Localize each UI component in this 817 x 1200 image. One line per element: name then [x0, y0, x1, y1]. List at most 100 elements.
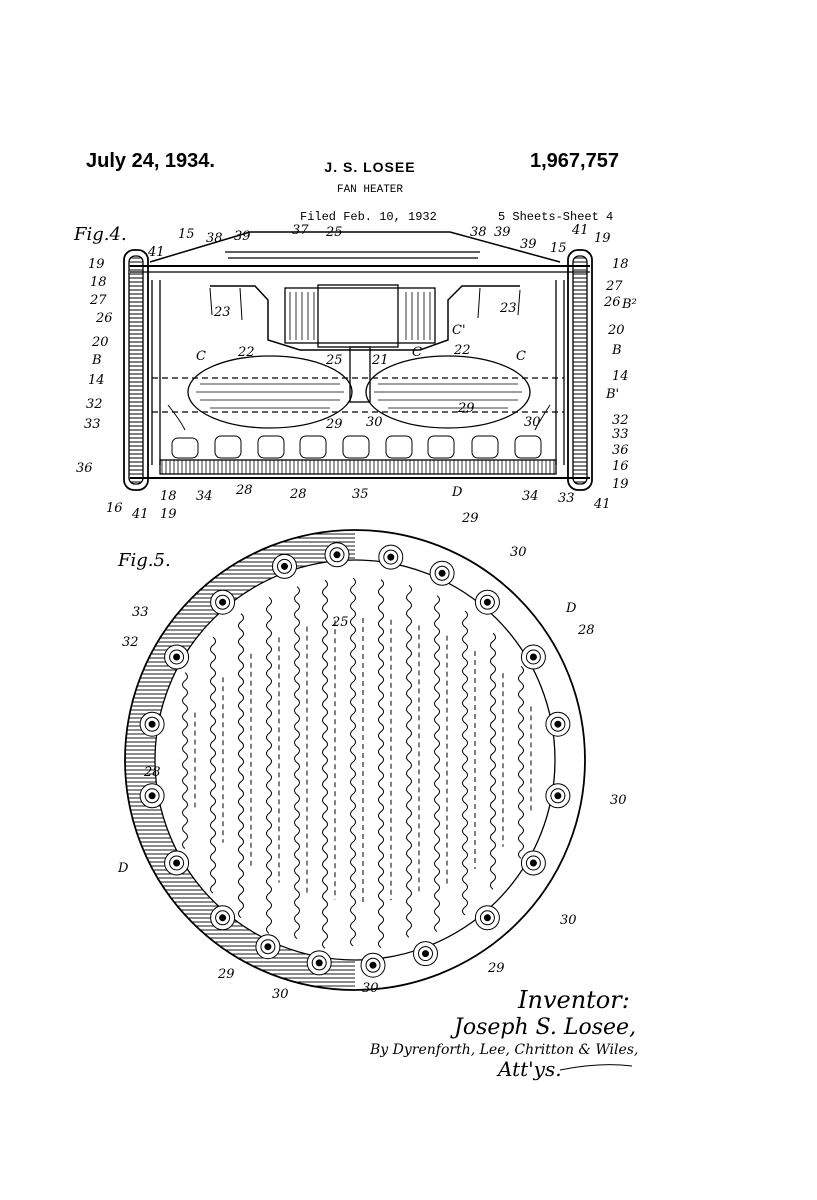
patent-title: FAN HEATER [336, 184, 403, 196]
heating-coil [266, 597, 272, 934]
ref-label: 30 [610, 793, 627, 808]
terminal-post [173, 859, 181, 867]
ref-label: 20 [607, 323, 625, 338]
ref-label: 26 [95, 311, 113, 326]
attorney-role: Att'ys. [496, 1057, 562, 1081]
ref-label: 37 [292, 223, 309, 238]
ref-label: 28 [143, 765, 161, 780]
ref-label: 30 [366, 415, 383, 430]
ref-label: C' [452, 323, 466, 338]
ref-label: 27 [89, 293, 107, 308]
ref-label: 16 [612, 459, 629, 474]
ref-label: 30 [272, 987, 289, 1002]
inventor-heading: Inventor: [517, 986, 630, 1014]
ref-label: 33 [612, 427, 629, 442]
figure-4-labels: Fig.4. 15 38 39 37 25 38 39 41 19 41 39 … [73, 223, 637, 522]
ref-label: C [412, 345, 422, 360]
ref-label: 29 [461, 511, 479, 526]
ref-label: B² [621, 297, 637, 312]
terminal-post [529, 653, 537, 661]
heating-coil [238, 613, 244, 919]
ref-label: 41 [131, 507, 149, 522]
ref-label: 28 [577, 623, 595, 638]
terminal-post [554, 792, 562, 800]
sheet-count: 5 Sheets-Sheet 4 [498, 210, 614, 224]
ref-label: 14 [88, 373, 105, 388]
heating-coil [462, 610, 468, 916]
ref-label: 34 [522, 489, 539, 504]
ref-label: 18 [612, 257, 629, 272]
inventor-name-header: J. S. LOSEE [324, 159, 416, 175]
heating-coil [378, 579, 384, 949]
heating-coil [434, 595, 440, 932]
terminal-post [281, 562, 288, 570]
ref-label: 28 [289, 487, 307, 502]
terminal-post [148, 792, 156, 800]
terminal-post [422, 950, 429, 958]
ref-label: 29 [325, 417, 343, 432]
ref-label: 19 [88, 257, 105, 272]
ref-label: 41 [571, 223, 589, 238]
patent-date: July 24, 1934. [86, 150, 215, 172]
terminal-post [148, 720, 156, 728]
ref-label: 36 [76, 461, 93, 476]
ref-label: 25 [331, 615, 349, 630]
ref-label: D [117, 861, 129, 876]
ref-label: C [196, 349, 206, 364]
terminal-post [369, 961, 377, 969]
heating-coil [350, 577, 356, 947]
figure-5-label: Fig.5. [117, 550, 171, 571]
terminal-post [219, 598, 227, 606]
ref-label: 25 [325, 225, 343, 240]
ref-label: 30 [524, 415, 541, 430]
ref-label: 25 [325, 353, 343, 368]
ref-label: 30 [510, 545, 527, 560]
heating-coil [210, 636, 216, 894]
ref-label: D [565, 601, 577, 616]
ref-label: 28 [235, 483, 253, 498]
ref-label: 38 [206, 231, 223, 246]
ref-label: B' [605, 387, 619, 402]
figure-4-label: Fig.4. [73, 224, 127, 245]
ref-label: 18 [90, 275, 107, 290]
terminal-post [529, 859, 537, 867]
ref-label: 32 [612, 413, 629, 428]
ref-label: 19 [160, 507, 177, 522]
heating-coil [294, 586, 300, 939]
ref-label: 30 [560, 913, 577, 928]
ref-label: 20 [91, 335, 109, 350]
ref-label: 23 [213, 305, 231, 320]
ref-label: 19 [612, 477, 629, 492]
patent-number: 1,967,757 [530, 150, 619, 172]
ref-label: 41 [593, 497, 611, 512]
heating-coil [182, 672, 188, 849]
ref-label: 19 [594, 231, 611, 246]
ref-label: 21 [371, 353, 389, 368]
filing-date: Filed Feb. 10, 1932 [300, 210, 437, 224]
ref-label: 33 [132, 605, 149, 620]
terminal-post [315, 959, 323, 967]
ref-label: 30 [362, 981, 379, 996]
signature-block: Inventor: Joseph S. Losee, By Dyrenforth… [369, 986, 638, 1081]
ref-label: 18 [160, 489, 177, 504]
ref-label: D [451, 485, 463, 500]
figure-5 [124, 529, 586, 991]
ref-label: 16 [106, 501, 123, 516]
ref-label: 29 [457, 401, 475, 416]
terminal-post [264, 943, 272, 951]
heating-coil [518, 666, 524, 859]
terminal-post [173, 653, 181, 661]
ref-label: 15 [550, 241, 567, 256]
ref-label: 39 [520, 237, 537, 252]
ref-label: B [91, 353, 102, 368]
heating-coil [406, 585, 412, 938]
ref-label: 41 [147, 245, 165, 260]
terminal-post [438, 569, 446, 577]
terminal-post [483, 914, 491, 922]
ref-label: C [516, 349, 526, 364]
ref-label: 29 [487, 961, 505, 976]
terminal-post [333, 551, 341, 559]
ref-label: 36 [612, 443, 629, 458]
inventor-signature: Joseph S. Losee, [450, 1015, 636, 1040]
